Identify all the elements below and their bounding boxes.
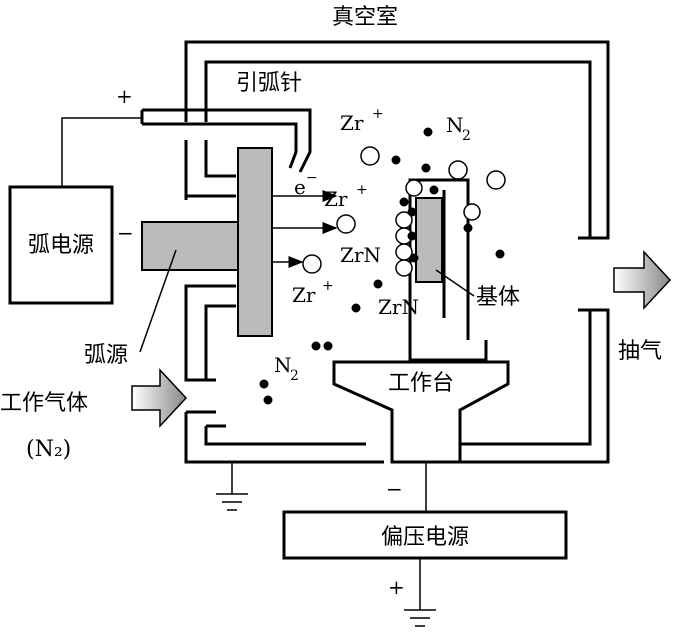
n2-molecule <box>429 185 439 195</box>
zr-ion <box>486 170 506 190</box>
species-label-zr-top: Zr + <box>340 106 384 135</box>
working-gas-arrow <box>131 368 188 428</box>
exhaust-label: 抽气 <box>618 339 662 364</box>
svg-text:Zr: Zr <box>340 111 364 135</box>
zr-ion <box>360 146 380 166</box>
species-label-zr-low: Zr + <box>292 278 334 307</box>
svg-text:−: − <box>306 170 318 186</box>
n2-molecule <box>259 379 269 389</box>
gas-inlet <box>186 410 226 428</box>
substrate-leader <box>435 269 475 297</box>
arc-striker-needle <box>140 108 312 173</box>
zr-ion <box>405 179 423 197</box>
bias-minus-sign: − <box>386 477 403 501</box>
svg-text:N: N <box>446 113 464 137</box>
arc-striker-label: 引弧针 <box>236 71 302 96</box>
n2-molecule <box>351 303 361 313</box>
worktable <box>332 360 510 464</box>
arc-plus-wire <box>61 117 142 187</box>
arc-source-leader <box>139 249 177 353</box>
arc-power-supply-label: 弧电源 <box>28 233 94 258</box>
species-label-n2-top: N 2 <box>446 113 471 144</box>
arc-minus-sign: − <box>117 221 134 245</box>
worktable-label: 工作台 <box>388 371 454 396</box>
n2-molecule <box>323 341 333 351</box>
species-label-n2-low: N 2 <box>274 353 299 384</box>
n2-particles <box>259 127 505 405</box>
svg-text:2: 2 <box>462 128 471 144</box>
arc-power-supply-box <box>8 185 114 305</box>
svg-text:e: e <box>294 175 306 199</box>
species-label-zrn-1: ZrN <box>340 243 381 267</box>
svg-text:Zr: Zr <box>324 187 348 211</box>
zr-ion <box>395 259 413 277</box>
svg-text:+: + <box>372 106 384 122</box>
n2-molecule <box>391 155 401 165</box>
substrate-holder <box>408 178 488 362</box>
n2-molecule <box>263 395 273 405</box>
n2-molecule <box>421 163 431 173</box>
n2-molecule <box>399 197 409 207</box>
arc-source-label: 弧源 <box>84 343 128 368</box>
working-gas-label: 工作气体 <box>0 391 88 416</box>
species-label-zrn-2: ZrN <box>378 295 419 319</box>
svg-text:+: + <box>322 278 334 294</box>
svg-text:Zr: Zr <box>292 283 316 307</box>
zr-ion <box>302 254 322 274</box>
zr-ion <box>463 203 481 221</box>
species-label-electron: e − <box>294 170 318 199</box>
n2-molecule <box>495 249 505 259</box>
n2-molecule <box>407 231 417 241</box>
substrate-label: 基体 <box>476 285 520 310</box>
species-label-zr-mid: Zr + <box>324 182 368 211</box>
bias-power-supply-box <box>282 510 568 560</box>
n2-molecule <box>373 279 383 289</box>
working-gas-formula: (N₂) <box>26 437 71 462</box>
n2-molecule <box>463 223 473 233</box>
arc-source-cathode <box>141 147 273 337</box>
zr-ion <box>448 160 468 180</box>
n2-molecule <box>423 127 433 137</box>
n2-molecule <box>311 341 321 351</box>
bias-plus-sign: + <box>388 575 405 599</box>
svg-text:2: 2 <box>290 368 299 384</box>
arc-plus-sign: + <box>116 84 133 108</box>
svg-text:N: N <box>274 353 292 377</box>
vacuum-chamber-label: 真空室 <box>332 5 398 30</box>
ground-symbol-bias <box>404 609 436 627</box>
exhaust-arrow <box>613 250 672 310</box>
zr-ion <box>336 214 356 234</box>
svg-text:+: + <box>356 182 368 198</box>
ground-symbol-chamber <box>216 493 248 511</box>
bias-power-supply-label: 偏压电源 <box>381 525 469 550</box>
zr-ion-particles <box>302 146 506 277</box>
n2-molecule <box>409 253 419 263</box>
n2-molecule <box>407 207 417 217</box>
vacuum-chamber-wall <box>184 40 610 464</box>
